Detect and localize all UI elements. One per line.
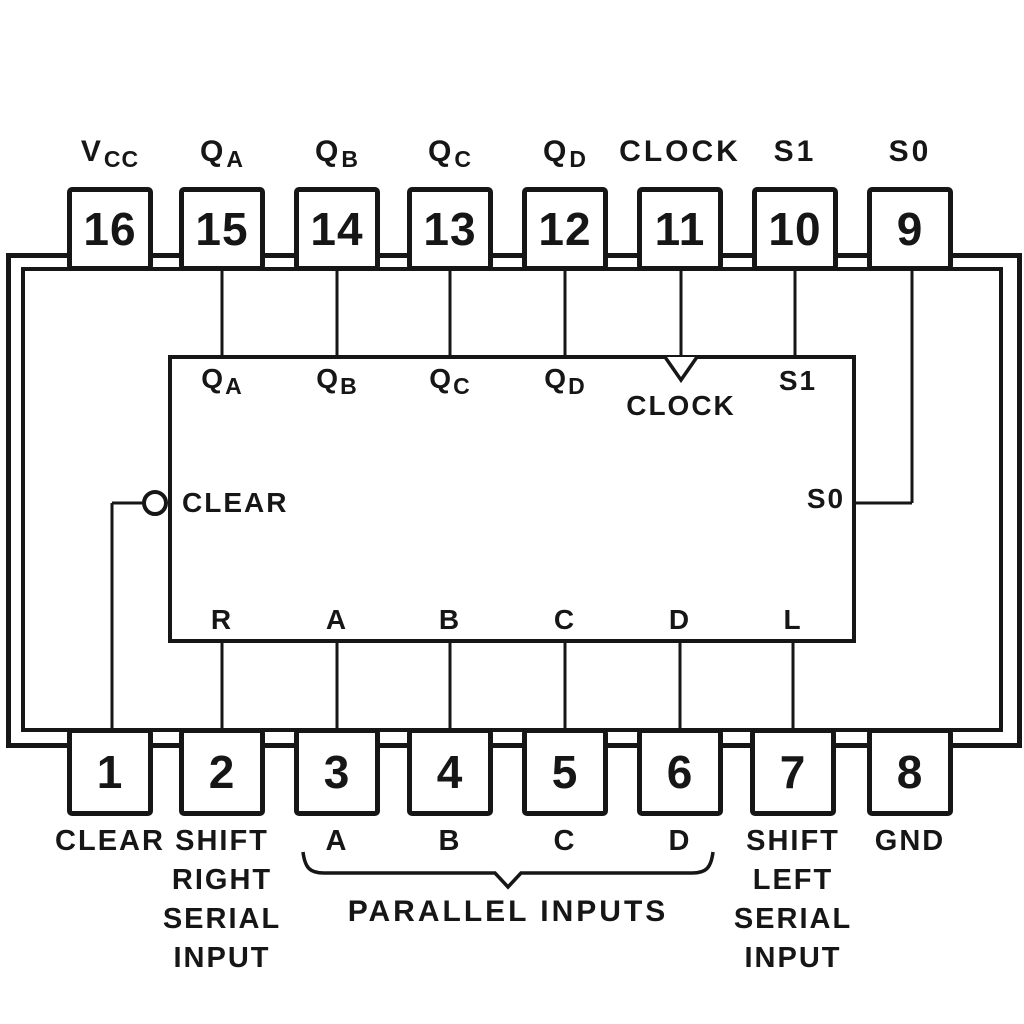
pin-16-label: VCC [80,135,140,172]
pin-9-label: S0 [888,135,932,168]
pin-12-box: 12 [522,187,608,271]
logic-label-qd: QD [544,363,586,399]
pin-6: 6 D [637,728,723,1018]
pin-2-box: 2 [179,728,265,816]
pin-4-box: 4 [407,728,493,816]
logic-label-qa: QA [201,363,243,399]
logic-label-c: C [553,604,577,635]
chip-body-outer-border [6,253,1022,748]
pin-14: QB 14 [294,135,380,271]
pin-10: S1 10 [752,135,838,271]
logic-label-qb: QB [316,363,358,399]
pin-3-box: 3 [294,728,380,816]
pin-4-label: B [438,825,462,857]
pin-8-box: 8 [867,728,953,816]
pin-7-label: SHIFT LEFT SERIAL INPUT [733,825,853,974]
pin-8-label: GND [874,825,946,857]
pin-12-label: QD [543,135,587,172]
pin-2: 2 SHIFT RIGHT SERIAL INPUT [163,728,279,1018]
pin-9: S0 9 [867,135,953,271]
logic-label-b: B [438,604,462,635]
pin-8: 8 GND [867,728,953,1018]
pin-11: CLOCK 11 [619,135,738,271]
pin-16: VCC 16 [67,135,153,271]
pin-13-label: QC [428,135,472,172]
pin-12: QD 12 [522,135,608,271]
logic-label-clock: CLOCK [626,390,736,421]
pin-15: QA 15 [179,135,265,271]
pin-5-box: 5 [522,728,608,816]
pin-3-label: A [325,825,349,857]
pin-16-box: 16 [67,187,153,271]
pin-1-label: CLEAR [55,825,165,857]
logic-label-d: D [668,604,692,635]
pin-5: 5 C [522,728,608,1018]
pin-10-label: S1 [773,135,817,168]
logic-label-l: L [783,604,803,635]
logic-label-r: R [210,604,234,635]
logic-label-a: A [325,604,349,635]
chip-body-inner-border [21,267,1003,732]
logic-label-clear: CLEAR [182,487,289,518]
logic-box [168,355,856,643]
pin-14-box: 14 [294,187,380,271]
pin-2-label: SHIFT RIGHT SERIAL INPUT [162,825,282,974]
logic-label-s0: S0 [806,483,846,514]
logic-label-s1: S1 [778,365,818,396]
pin-6-label: D [668,825,692,857]
pin-7-box: 7 [750,728,836,816]
pin-10-box: 10 [752,187,838,271]
pin-5-label: C [553,825,577,857]
parallel-inputs-caption: PARALLEL INPUTS [347,895,669,928]
pin-7: 7 SHIFT LEFT SERIAL INPUT [734,728,850,1018]
pin-4: 4 B [407,728,493,1018]
pin-13-box: 13 [407,187,493,271]
pin-1-box: 1 [67,728,153,816]
pin-15-box: 15 [179,187,265,271]
pin-9-box: 9 [867,187,953,271]
pin-1: 1 CLEAR [55,728,163,1018]
pin-3: 3 A [294,728,380,1018]
pin-6-box: 6 [637,728,723,816]
pin-13: QC 13 [407,135,493,271]
pin-11-box: 11 [637,187,723,271]
pin-15-label: QA [200,135,244,172]
pin-11-label: CLOCK [619,135,741,168]
pin-14-label: QB [315,135,359,172]
logic-label-qc: QC [429,363,471,399]
